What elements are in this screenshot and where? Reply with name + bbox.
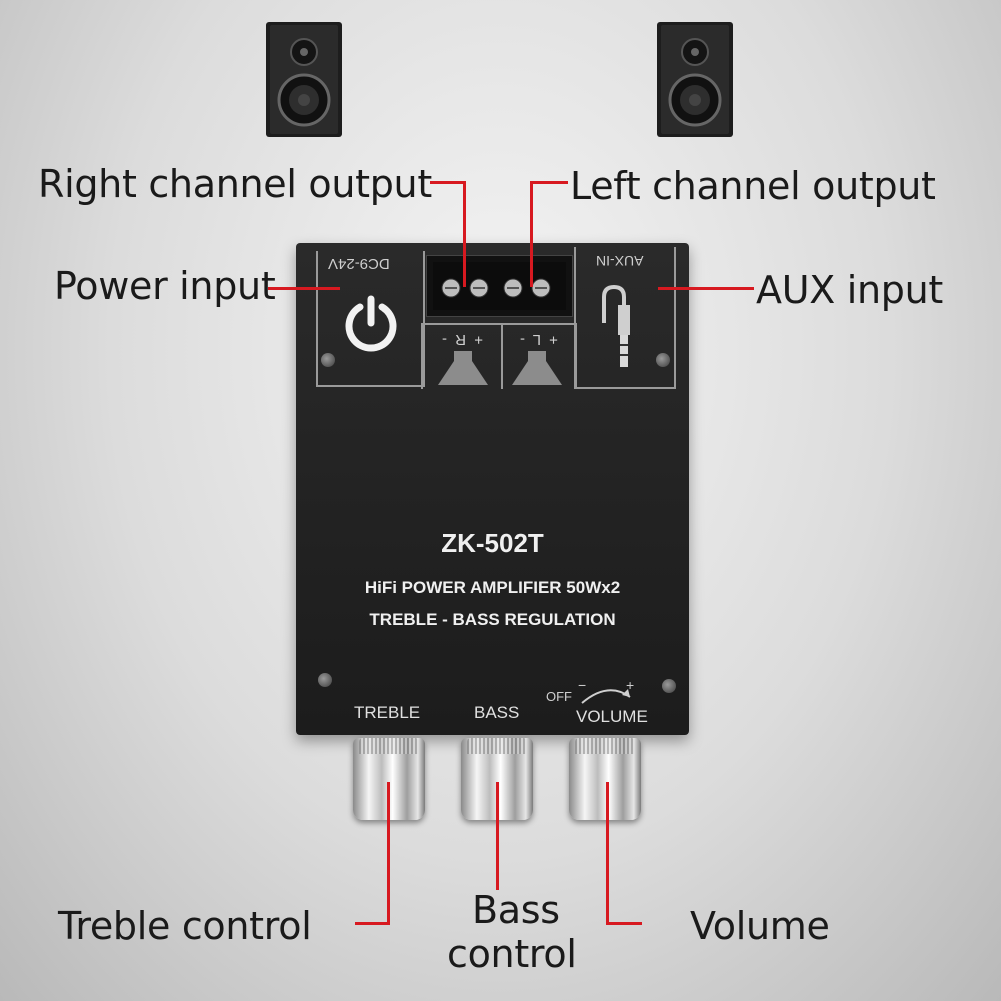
- volume-minus-label: −: [578, 677, 587, 693]
- power-voltage-label: DC9-24V: [328, 255, 390, 272]
- bass-control-label-line1: Bass: [472, 888, 560, 932]
- aux-panel-outline: [574, 247, 676, 389]
- leader-line: [530, 181, 568, 184]
- board-subtitle-1: HiFi POWER AMPLIFIER 50Wx2: [364, 578, 621, 597]
- bass-control-label-line2: control: [447, 932, 577, 976]
- power-panel-outline: [316, 251, 425, 387]
- screw: [656, 353, 670, 367]
- leader-line: [606, 782, 609, 924]
- left-speaker-icon: [657, 22, 733, 137]
- leader-line: [658, 287, 754, 290]
- volume-arc-icon: [581, 689, 631, 704]
- leader-line: [355, 922, 390, 925]
- left-terminal-outline: [501, 323, 577, 389]
- volume-label: VOLUME: [576, 707, 648, 726]
- screw: [321, 353, 335, 367]
- leader-line: [430, 181, 465, 184]
- bass-label: BASS: [474, 703, 520, 722]
- screw: [318, 673, 332, 687]
- leader-line: [268, 287, 340, 290]
- screw: [662, 679, 676, 693]
- model-name: ZK-502T: [441, 528, 544, 558]
- power-input-label: Power input: [54, 264, 276, 308]
- aux-jack-icon: [602, 284, 630, 367]
- leader-line: [606, 922, 642, 925]
- speaker-r-icon: [438, 351, 488, 385]
- leader-line: [463, 181, 466, 287]
- speaker-terminal-block: [426, 255, 573, 317]
- treble-control-label: Treble control: [58, 904, 312, 948]
- left-terminal-label: + L -: [518, 331, 558, 348]
- volume-callout-label: Volume: [690, 904, 830, 948]
- treble-label: TREBLE: [354, 703, 421, 722]
- volume-off-label: OFF: [546, 689, 572, 704]
- right-speaker-icon: [266, 22, 342, 137]
- amplifier-board: DC9-24V + R - + L - AUX-IN: [296, 243, 689, 735]
- volume-knob[interactable]: [569, 738, 641, 820]
- aux-label: AUX-IN: [596, 253, 644, 269]
- speaker-l-icon: [512, 351, 562, 385]
- power-icon: [345, 295, 397, 352]
- leader-line: [496, 782, 499, 890]
- right-terminal-outline: [421, 323, 503, 389]
- volume-plus-label: +: [626, 677, 635, 693]
- leader-line: [530, 181, 533, 287]
- aux-input-label: AUX input: [756, 268, 943, 312]
- left-channel-output-label: Left channel output: [570, 164, 936, 208]
- board-subtitle-2: TREBLE - BASS REGULATION: [369, 610, 616, 629]
- right-terminal-label: + R -: [440, 331, 483, 348]
- leader-line: [387, 782, 390, 924]
- terminal-screws-icon: [433, 262, 566, 310]
- right-channel-output-label: Right channel output: [38, 162, 432, 206]
